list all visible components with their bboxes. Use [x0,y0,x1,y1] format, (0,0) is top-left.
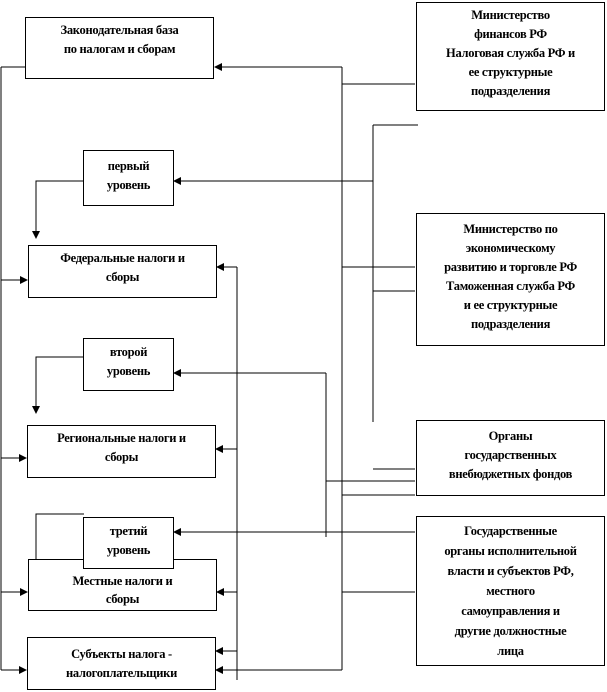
level-first-box: первый уровень [83,150,174,206]
regional-taxes-box: Региональные налоги и сборы [27,425,216,478]
ministry-finance-box: Министерство финансов РФ Налоговая служб… [416,2,605,111]
ministry-economy-box: Министерство по экономическому развитию … [416,213,605,346]
offbudget-funds-box: Органы государственных внебюджетных фонд… [416,420,605,496]
taxpayers-box: Субъекты налога - налогоплательщики [27,637,216,690]
executive-bodies-box: Государственные органы исполнительной вл… [416,516,605,666]
legislative-base-box: Законодательная база по налогам и сборам [25,17,214,79]
level-third-box: третий уровень [83,517,174,569]
federal-taxes-box: Федеральные налоги и сборы [28,245,217,298]
level-second-box: второй уровень [83,338,174,391]
